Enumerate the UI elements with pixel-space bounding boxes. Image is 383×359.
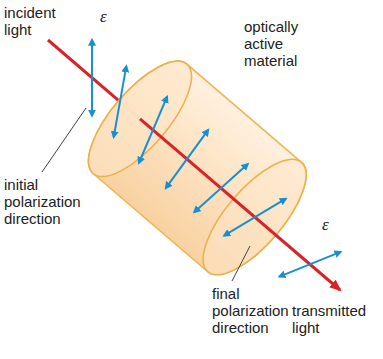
ray-label: incident light [4,4,74,38]
light-ray [140,119,340,290]
polarization-arrow [279,252,340,277]
polarization-arrow [114,66,127,137]
polarization-arrow [139,97,167,163]
ray-label: transmitted light [292,302,378,336]
polarization-arrow [194,164,248,212]
callout-label: initial polarization direction [4,176,92,227]
polarization-arrows [92,40,341,277]
leader-line [42,108,86,172]
field-symbol: ε⃗ [322,216,342,234]
material-label: optically active material [244,18,324,69]
polarization-arrow [166,130,208,188]
polarization-arrow [91,40,93,116]
field-symbol: ε⃗ [100,8,120,26]
callout-label: final polarization direction [212,285,300,336]
polarization-arrow [224,199,286,236]
leader-line [232,246,250,281]
